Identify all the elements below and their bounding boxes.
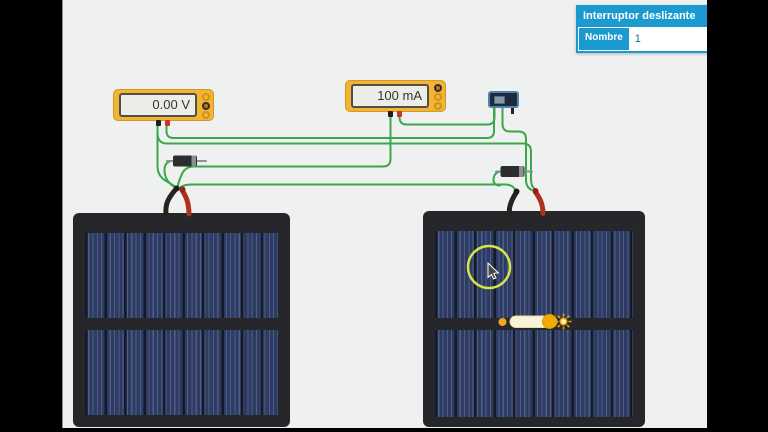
solar-cells [85,233,278,318]
brightness-sun-icon [555,313,572,330]
slider-handle[interactable] [542,314,557,329]
voltmeter-positive-terminal[interactable] [165,120,170,126]
brightness-slider[interactable] [498,313,572,330]
multimeter-mode-button[interactable] [434,102,442,110]
wire[interactable] [492,170,501,187]
ammeter-multimeter[interactable]: 100 mA [345,80,446,117]
slider-min-dot[interactable] [498,318,507,326]
wire[interactable] [398,106,496,126]
name-field-label: Nombre [579,28,629,50]
terminal-cap [173,185,180,192]
voltmeter-negative-terminal[interactable] [156,120,161,126]
switch-pin [511,108,514,114]
multimeter-mode-button-selected[interactable] [434,84,442,92]
wire[interactable] [178,183,518,194]
ammeter-positive-terminal[interactable] [397,111,402,117]
wire[interactable] [501,106,533,191]
multimeter-mode-button[interactable] [202,111,210,119]
diode-left[interactable] [166,155,207,167]
wire-black-panel-left[interactable] [163,186,179,217]
ammeter-display: 100 mA [351,84,429,108]
wire[interactable] [163,160,174,187]
click-highlight-circle [466,244,512,290]
solar-cells [85,330,278,415]
multimeter-mode-button[interactable] [434,93,442,101]
multimeter-mode-button[interactable] [202,93,210,101]
component-properties-panel: Interruptor deslizante Nombre [576,5,707,53]
properties-panel-title: Interruptor deslizante [576,5,707,27]
solar-panel-left[interactable] [73,213,290,427]
ammeter-negative-terminal[interactable] [388,111,393,117]
solar-cells [435,330,633,417]
multimeter-mode-button-selected[interactable] [202,102,210,110]
name-input[interactable] [628,28,707,50]
wire-black-panel-right[interactable] [506,190,519,216]
voltmeter-display: 0.00 V [119,93,197,117]
mouse-cursor [487,261,500,280]
terminal-cap [532,188,539,194]
properties-name-row: Nombre [576,27,707,53]
wire[interactable] [176,116,392,188]
wire-red-panel-left[interactable] [179,187,192,217]
wire-red-panel-right[interactable] [533,189,546,216]
voltmeter-multimeter[interactable]: 0.00 V [113,89,214,126]
solar-cells [435,231,633,318]
diode-right[interactable] [495,166,533,177]
slide-switch[interactable] [488,91,519,114]
terminal-cap [179,186,186,193]
slide-switch-knob[interactable] [494,96,505,104]
wire[interactable] [165,106,495,139]
wire[interactable] [156,132,537,192]
terminal-cap [513,188,520,195]
